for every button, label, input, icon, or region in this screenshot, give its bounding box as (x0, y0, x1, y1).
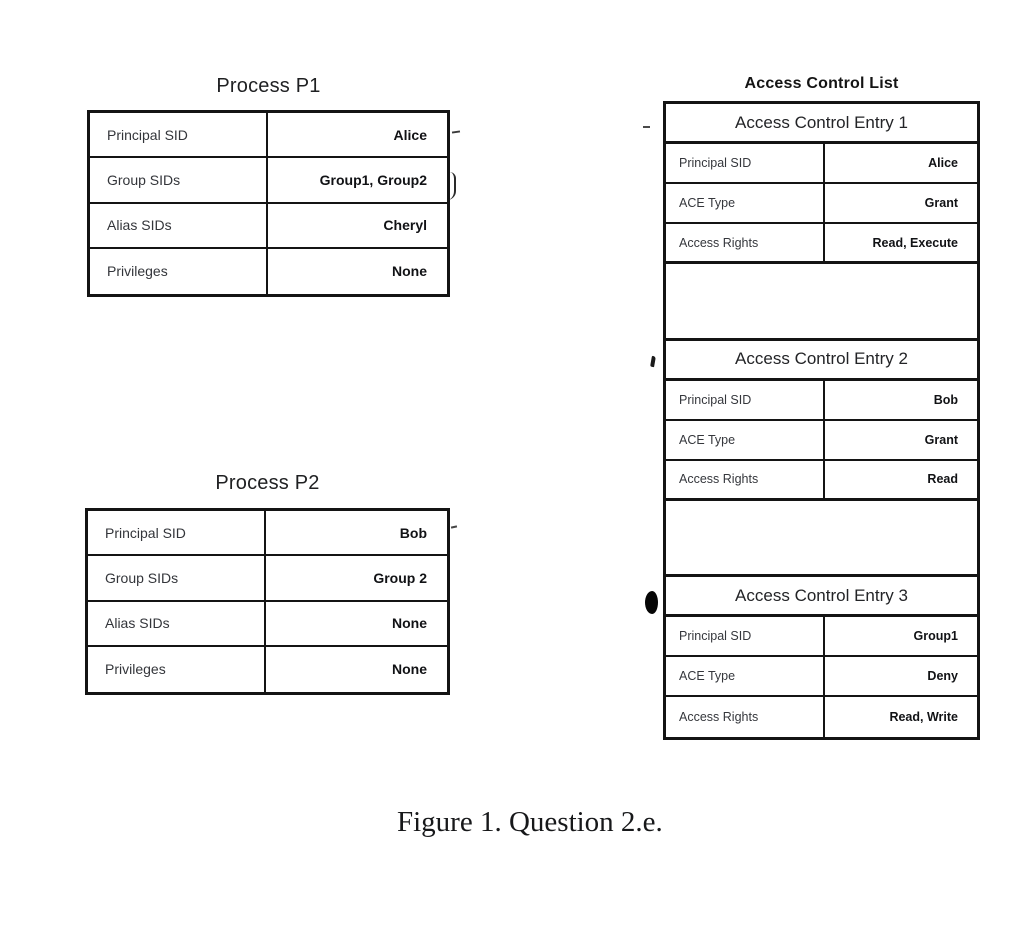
table-row: Access Rights Read, Execute (666, 224, 977, 264)
row-value: Read, Execute (872, 235, 958, 250)
process-p1-table: Principal SID Alice Group SIDs Group1, G… (87, 110, 450, 297)
table-row: Group SIDs Group 2 (88, 556, 447, 602)
ace-spacer (666, 264, 977, 341)
row-label: ACE Type (666, 420, 825, 459)
row-value: None (392, 661, 427, 678)
row-value: Deny (927, 669, 958, 683)
row-value: None (392, 615, 427, 632)
row-label: Group SIDs (90, 158, 268, 202)
table-row: Access Rights Read, Write (666, 697, 977, 737)
scan-artifact-mark (451, 130, 461, 134)
row-value: Bob (933, 392, 958, 407)
acl-title: Access Control List (744, 75, 899, 92)
row-label: Alias SIDs (90, 203, 268, 247)
table-row: Principal SID Bob (88, 511, 447, 557)
row-value: Group1, Group2 (319, 171, 427, 188)
table-row: Principal SID Alice (666, 144, 977, 184)
row-value: Cheryl (383, 217, 427, 234)
row-label: Principal SID (666, 380, 825, 419)
row-value: Alice (928, 156, 958, 170)
row-value: Group1 (913, 629, 958, 643)
row-label: Principal SID (666, 144, 825, 182)
scan-artifact-blob (645, 591, 658, 614)
row-label: Alias SIDs (88, 601, 266, 645)
table-row: Principal SID Bob (666, 380, 977, 421)
row-label: Principal SID (88, 511, 266, 555)
row-value: Alice (393, 126, 427, 143)
table-row: Privileges None (90, 248, 447, 294)
ace-2-header: Access Control Entry 2 (666, 341, 977, 381)
table-row: ACE Type Grant (666, 420, 977, 461)
ace-1-header: Access Control Entry 1 (666, 104, 977, 144)
table-row: Principal SID Alice (90, 113, 447, 159)
row-value: Group 2 (373, 569, 427, 586)
row-label: Access Rights (666, 697, 825, 737)
row-value: None (392, 263, 427, 280)
row-value: Bob (399, 524, 427, 541)
table-row: ACE Type Grant (666, 184, 977, 224)
figure-caption: Figure 1. Question 2.e. (397, 806, 663, 838)
process-p2-table: Principal SID Bob Group SIDs Group 2 Ali… (85, 508, 450, 695)
table-row: Group SIDs Group1, Group2 (90, 158, 447, 204)
table-row: Principal SID Group1 (666, 617, 977, 657)
scan-artifact-mark (650, 355, 656, 368)
process-p2-title: Process P2 (215, 472, 320, 494)
row-label: ACE Type (666, 657, 825, 695)
row-value: Grant (924, 196, 958, 210)
row-label: Privileges (88, 646, 266, 692)
row-value: Grant (924, 432, 958, 447)
scan-artifact-mark (643, 126, 650, 128)
row-label: ACE Type (666, 184, 825, 222)
table-row: Alias SIDs None (88, 601, 447, 647)
ace-spacer (666, 500, 977, 577)
process-p1-title: Process P1 (216, 75, 321, 97)
table-row: Alias SIDs Cheryl (90, 203, 447, 249)
row-label: Privileges (90, 248, 268, 294)
row-label: Group SIDs (88, 556, 266, 600)
scan-artifact-mark (450, 525, 458, 529)
row-label: Access Rights (666, 224, 825, 261)
ace-3-header: Access Control Entry 3 (666, 577, 977, 617)
row-label: Principal SID (90, 113, 268, 157)
table-row: Access Rights Read (666, 460, 977, 501)
row-label: Access Rights (666, 460, 825, 498)
row-label: Principal SID (666, 617, 825, 655)
table-row: Privileges None (88, 646, 447, 692)
row-value: Read, Write (889, 710, 958, 724)
row-value: Read (927, 472, 958, 486)
table-row: ACE Type Deny (666, 657, 977, 697)
access-control-list: Access Control Entry 1 Principal SID Ali… (663, 101, 980, 740)
